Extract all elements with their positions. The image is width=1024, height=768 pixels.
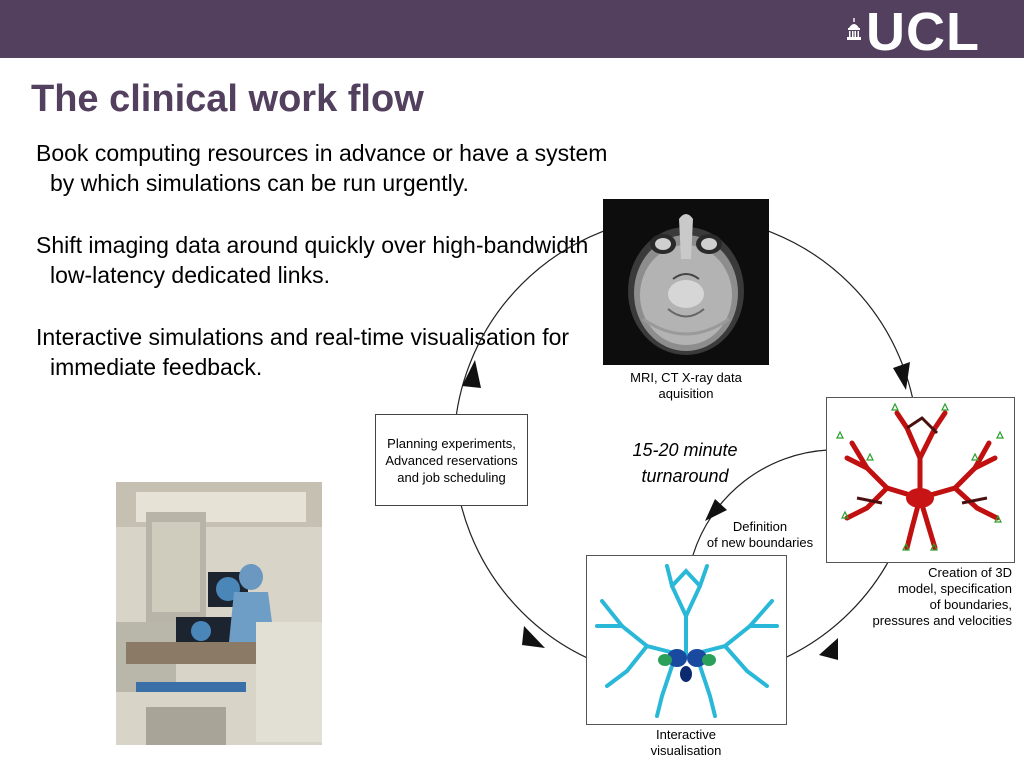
ucl-dome-icon — [847, 18, 861, 40]
brain-mri-image — [603, 199, 769, 365]
bullet-item-1: Book computing resources in advance or h… — [36, 140, 608, 196]
bullet-list: Book computing resources in advance or h… — [36, 138, 636, 414]
planning-box-text: Planning experiments, Advanced reservati… — [385, 435, 518, 485]
model-caption: Creation of 3D model, specification of b… — [872, 565, 1012, 628]
vessel-visualisation-image — [586, 555, 787, 725]
boundaries-caption: Definition of new boundaries — [706, 519, 814, 550]
bullet-item-3: Interactive simulations and real-time vi… — [36, 324, 570, 380]
logo-text: UCL — [866, 2, 980, 62]
arrowhead-bottom-left — [522, 626, 545, 648]
bullet-item-2: Shift imaging data around quickly over h… — [36, 232, 589, 288]
arrowhead-right — [893, 362, 910, 390]
vessel-model-image — [826, 397, 1015, 563]
turnaround-label: 15-20 minute turnaround — [632, 440, 738, 486]
inner-cycle-path — [692, 449, 829, 556]
ucl-logo: UCL — [842, 5, 994, 59]
arrowhead-inner — [705, 499, 727, 521]
arrowhead-left — [462, 360, 481, 388]
arrowhead-bottom-right — [819, 638, 838, 660]
slide-title: The clinical work flow — [31, 78, 424, 120]
operating-room-photo — [116, 482, 322, 745]
header-banner: UCL — [0, 0, 1024, 59]
mri-caption: MRI, CT X-ray data aquisition — [630, 370, 742, 401]
visualisation-caption: Interactive visualisation — [650, 727, 722, 758]
planning-box: Planning experiments, Advanced reservati… — [375, 414, 528, 506]
